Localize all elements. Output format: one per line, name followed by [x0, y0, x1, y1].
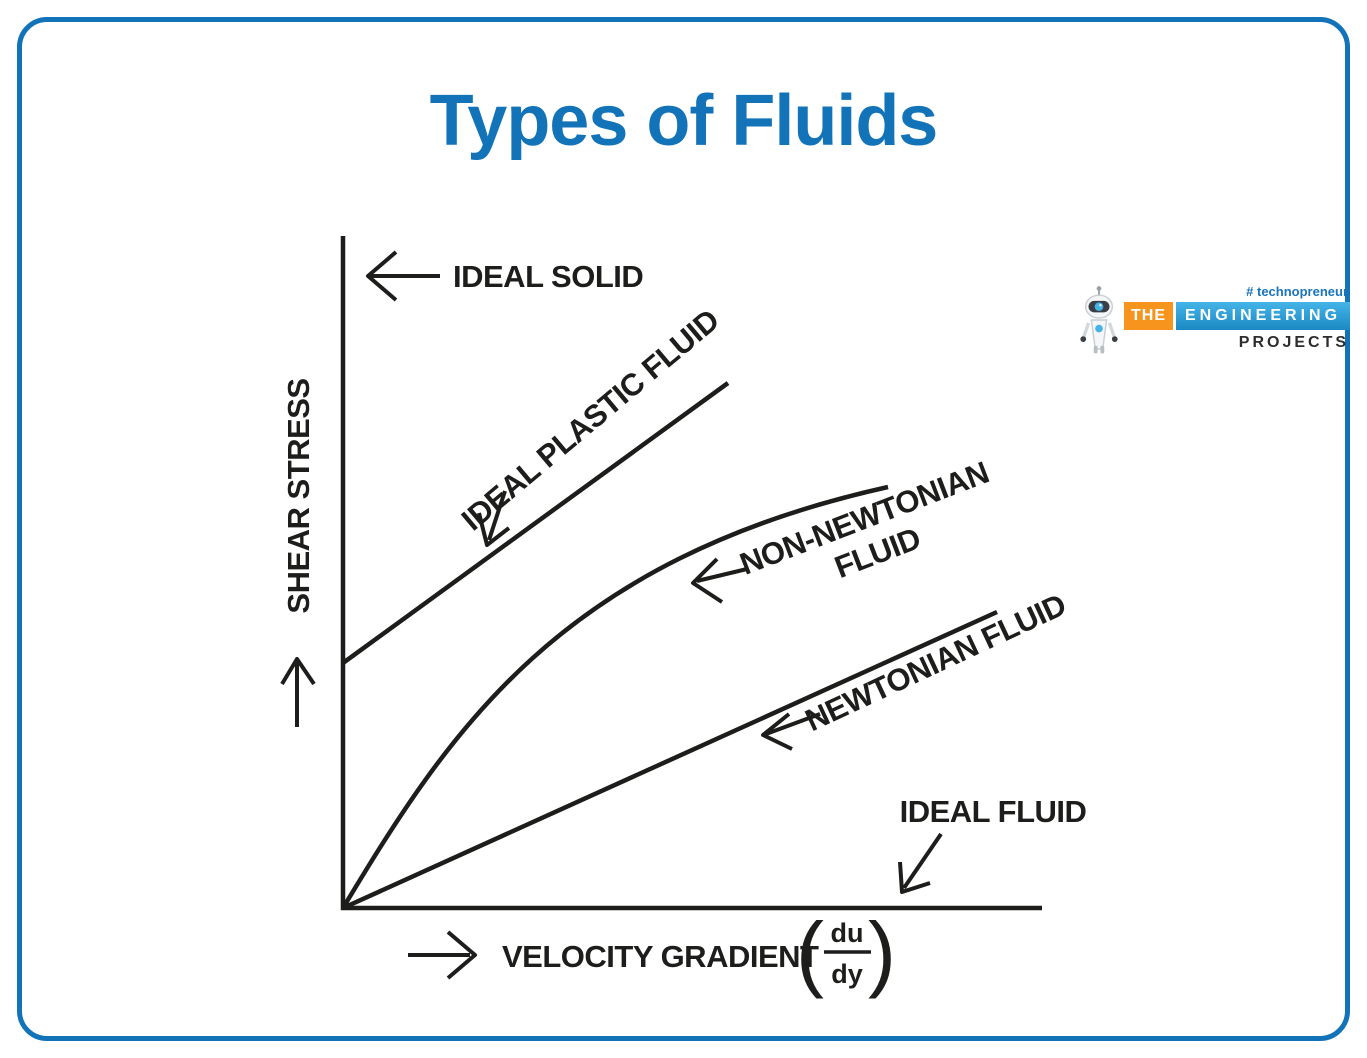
left-arrow-icon [366, 250, 440, 302]
newtonian-fluid-line [342, 609, 998, 911]
robot-mascot-icon [1080, 286, 1118, 354]
ideal-plastic-fluid-label: IDEAL PLASTIC FLUID [455, 302, 726, 537]
non-newtonian-fluid-curve [341, 484, 889, 910]
right-arrow-icon [408, 930, 477, 980]
fraction-numerator: du [831, 918, 864, 948]
up-arrow-icon [280, 657, 316, 727]
non-newtonian-fluid-label: NON-NEWTONIAN FLUID [735, 455, 993, 585]
page-title: Types of Fluids [429, 81, 939, 161]
close-paren: ) [868, 905, 896, 999]
ideal-fluid-label: IDEAL FLUID [900, 794, 1087, 829]
diagonal-pointer-arrow-icon [691, 557, 748, 604]
logo-word-projects: PROJECTS [1238, 334, 1350, 351]
diagonal-pointer-arrow-icon [761, 712, 821, 751]
x-axis-label: VELOCITY GRADIENT [502, 939, 819, 974]
y-axis-label: SHEAR STRESS [281, 378, 316, 613]
brand-logo: # technopreneur THE ENGINEERING PROJECTS [1078, 284, 1351, 356]
velocity-gradient-fraction: ( du dy ) [796, 905, 896, 999]
fraction-denominator: dy [831, 959, 863, 989]
ideal-solid-label: IDEAL SOLID [453, 259, 643, 294]
logo-word-the: THE [1124, 302, 1173, 330]
ideal-plastic-fluid-line [341, 381, 730, 665]
diagonal-pointer-arrow-icon [898, 832, 943, 894]
logo-tagline: # technopreneur [1246, 284, 1349, 299]
diagonal-pointer-arrow-icon [477, 490, 511, 547]
newtonian-fluid-label: NEWTONIAN FLUID [800, 587, 1071, 738]
page-border [17, 17, 1350, 1041]
logo-word-engineering: ENGINEERING [1176, 302, 1351, 330]
open-paren: ( [796, 905, 824, 999]
